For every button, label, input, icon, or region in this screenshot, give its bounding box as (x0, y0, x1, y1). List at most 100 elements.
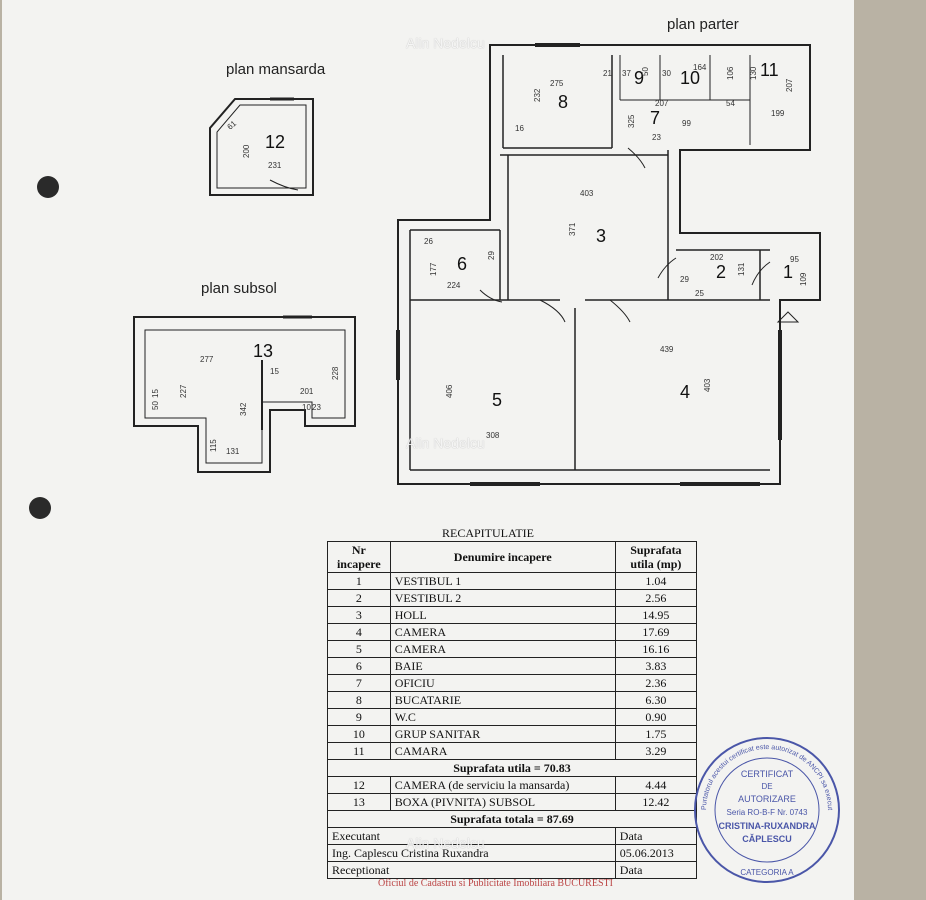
row-name: BAIE (389, 657, 616, 675)
row-name: BOXA (PIVNITA) SUBSOL (389, 793, 616, 811)
dim-label: 403 (580, 189, 594, 198)
room-number: 9 (634, 68, 644, 88)
row-name: HOLL (389, 606, 616, 624)
dim-label: 277 (200, 355, 214, 364)
room-number: 12 (265, 132, 285, 152)
dim-label: 406 (445, 384, 454, 398)
stamp-line: Seria RO-B-F Nr. 0743 (727, 808, 808, 817)
room-number: 8 (558, 92, 568, 112)
row-name: VESTIBUL 1 (389, 572, 616, 590)
row-name: BUCATARIE (389, 691, 616, 709)
dim-label: 25 (695, 289, 704, 298)
row-name: VESTIBUL 2 (389, 589, 616, 607)
plan-subsol-title: plan subsol (201, 280, 277, 297)
dim-label: 29 (680, 275, 689, 284)
room-number: 11 (760, 60, 779, 80)
header-name: Denumire incapere (389, 541, 616, 573)
footer-row: Executant Data (327, 827, 698, 845)
stamp-line: AUTORIZARE (738, 794, 796, 804)
row-nr: 10 (327, 725, 391, 743)
dim-label: 106 (726, 66, 735, 80)
plan-mansarda-title: plan mansarda (226, 61, 326, 78)
total: Suprafata totala = 87.69 (327, 810, 697, 828)
dim-label: 131 (737, 262, 746, 276)
row-nr: 8 (327, 691, 391, 709)
stamp-line: DE (761, 782, 772, 791)
row-name: CAMERA (de serviciu la mansarda) (389, 776, 616, 794)
dim-label: 371 (568, 222, 577, 236)
dim-label: 115 (209, 439, 218, 452)
receptionat-label: Receptionat (327, 861, 616, 879)
recap-title: RECAPITULATIE (442, 526, 534, 540)
row-nr: 11 (327, 742, 391, 760)
dim-label: 54 (726, 99, 735, 108)
row-area: 12.42 (614, 793, 698, 811)
dim-label: 201 (300, 387, 314, 396)
dim-label: 23 (312, 403, 321, 412)
dim-label: 15 (151, 389, 160, 398)
dim-label: 202 (710, 253, 724, 262)
dim-label: 26 (424, 237, 433, 246)
dim-label: 61 (226, 119, 239, 132)
watermark: Alin Nedelcu (406, 835, 485, 851)
row-name: W.C (389, 708, 616, 726)
dim-label: 308 (486, 431, 500, 440)
parter-outline (397, 44, 821, 485)
row-nr: 4 (327, 623, 391, 641)
mansarda-outline (209, 98, 314, 196)
row-area: 1.04 (614, 572, 698, 590)
row-area: 2.56 (614, 589, 698, 607)
dim-label: 200 (242, 144, 251, 158)
dim-label: 224 (447, 281, 461, 290)
row-name: CAMERA (389, 623, 616, 641)
data-label-2: Data (614, 861, 698, 879)
plan-parter-title: plan parter (667, 16, 739, 33)
subsol-outline (133, 316, 356, 473)
certificate-stamp: Purtatorul acestui certificat este autor… (688, 735, 840, 883)
header-nr: Nr incapere (327, 541, 391, 573)
dim-label: 21 (603, 69, 612, 78)
room-number: 13 (253, 341, 273, 361)
watermark: Alin Nedelcu (406, 35, 485, 51)
subtotal-row: Suprafata utila = 70.83 (327, 759, 697, 777)
dim-label: 207 (655, 99, 669, 108)
row-nr: 9 (327, 708, 391, 726)
dim-label: 227 (179, 384, 188, 398)
room-number: 10 (680, 68, 700, 88)
stamp-line: CATEGORIA A (740, 868, 794, 877)
dim-label: 325 (627, 114, 636, 128)
dim-label: 50 (641, 67, 650, 76)
room-number: 7 (650, 108, 660, 128)
dim-label: 439 (660, 345, 674, 354)
dim-label: 99 (682, 119, 691, 128)
dim-label: 130 (749, 66, 758, 80)
row-area: 2.36 (614, 674, 698, 692)
room-number: 2 (716, 262, 726, 282)
dim-label: 109 (799, 272, 808, 286)
row-nr: 13 (327, 793, 391, 811)
row-area: 14.95 (614, 606, 698, 624)
stamp-line: CERTIFICAT (741, 769, 794, 779)
dim-label: 50 (151, 401, 160, 410)
dim-label: 30 (662, 69, 671, 78)
dim-label: 16 (515, 124, 524, 133)
row-nr: 5 (327, 640, 391, 658)
row-name: CAMERA (389, 640, 616, 658)
data-label: Data (614, 827, 698, 845)
row-area: 3.83 (614, 657, 698, 675)
row-area: 4.44 (614, 776, 698, 794)
dim-label: 342 (239, 402, 248, 416)
dim-label: 23 (652, 133, 661, 142)
